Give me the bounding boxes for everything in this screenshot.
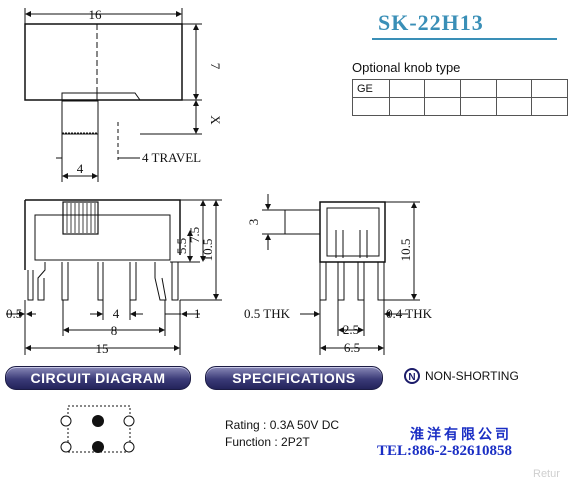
non-shorting-label: NON-SHORTING	[425, 369, 519, 383]
dim-7-5-label: 7.5	[187, 227, 202, 243]
circuit-diagram	[60, 405, 135, 453]
dim-5-5-label: 5.5	[174, 238, 189, 254]
circuit-diagram-banner: CIRCUIT DIAGRAM	[5, 366, 191, 390]
dim-knob-width-label: 4	[77, 161, 84, 176]
travel-label: 4 TRAVEL	[142, 150, 201, 165]
dim-1-label: 1	[194, 306, 201, 321]
knob-table-caption: Optional knob type	[352, 60, 461, 75]
table-cell	[352, 97, 390, 116]
table-cell	[424, 79, 462, 98]
watermark: Retur	[533, 468, 560, 480]
company-tel: TEL:886-2-82610858	[377, 443, 512, 459]
table-cell: GE	[352, 79, 390, 98]
non-shorting-icon: N	[404, 368, 420, 384]
rating-text: Rating : 0.3A 50V DC	[225, 418, 340, 432]
table-row: GE	[352, 79, 568, 98]
thk-right-label: 0.4 THK	[386, 306, 433, 321]
table-cell	[388, 79, 426, 98]
model-title: SK-22H13	[378, 10, 484, 35]
top-view	[24, 8, 202, 182]
table-cell	[495, 97, 533, 116]
table-row	[352, 97, 568, 116]
dim-10-5-right-label: 10.5	[398, 239, 413, 262]
non-shorting-icon-letter: N	[408, 372, 415, 383]
dim-7-label: 7	[208, 63, 223, 70]
dim-6-5-label: 6.5	[344, 340, 360, 355]
title-underline	[372, 38, 557, 40]
dim-15-label: 15	[96, 341, 109, 356]
table-cell	[460, 79, 497, 98]
dim-x-label: X	[208, 115, 223, 125]
knob-table: GE	[352, 79, 568, 116]
front-view	[6, 199, 222, 355]
table-cell	[531, 79, 568, 98]
dim-0-5-label: 0.5	[6, 306, 22, 321]
dim-10-5-left-label: 10.5	[200, 239, 215, 262]
company-name: 淮洋有限公司	[410, 428, 512, 444]
table-cell	[495, 79, 533, 98]
table-cell	[388, 97, 426, 116]
side-view	[262, 194, 420, 355]
thk-left-label: 0.5 THK	[244, 306, 291, 321]
table-cell	[424, 97, 462, 116]
table-cell	[460, 97, 497, 116]
dim-4-pitch-label: 4	[113, 306, 120, 321]
dim-3-label: 3	[246, 219, 261, 226]
specifications-banner: SPECIFICATIONS	[205, 366, 383, 390]
dim-2-5-label: 2.5	[343, 322, 359, 337]
table-cell	[531, 97, 568, 116]
dim-16-label: 16	[89, 7, 103, 22]
dim-8-label: 8	[111, 323, 118, 338]
function-text: Function : 2P2T	[225, 435, 310, 449]
